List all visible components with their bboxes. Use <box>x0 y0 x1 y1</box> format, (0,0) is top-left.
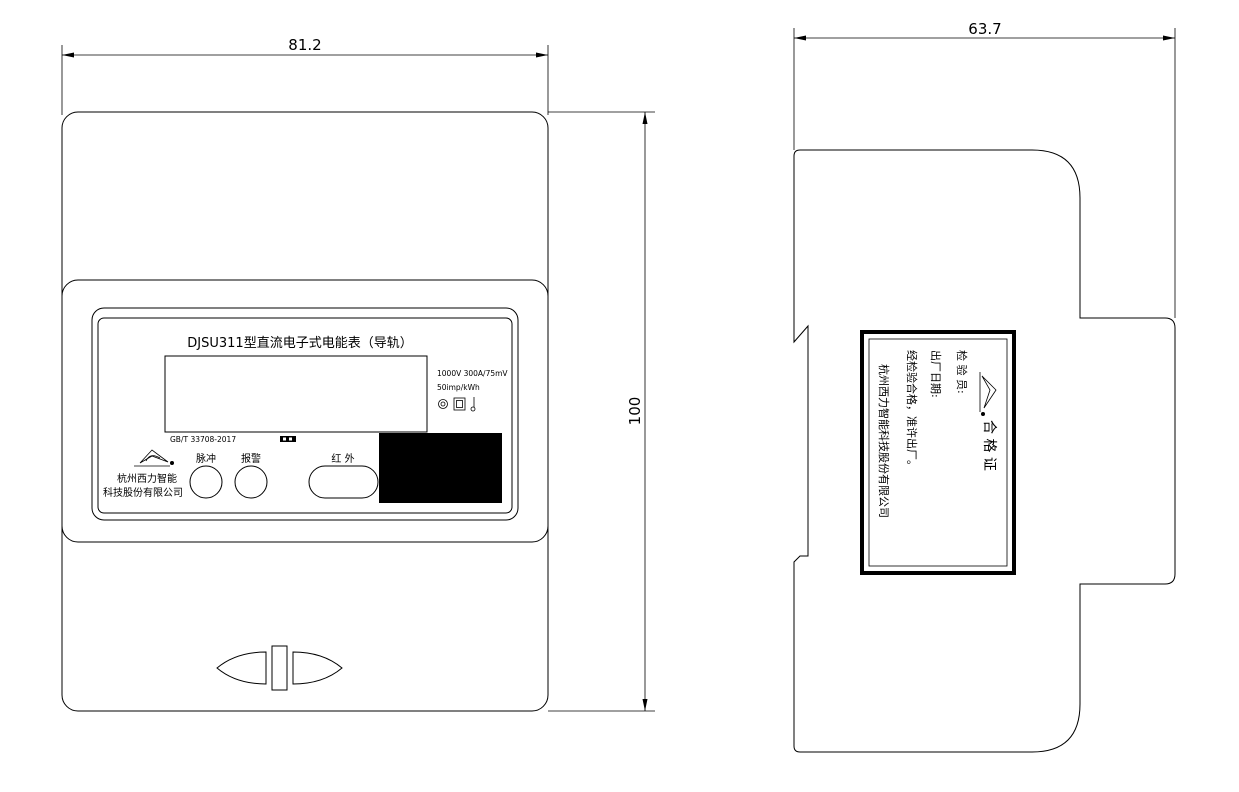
certificate-company: 杭州西力智能科技股份有限公司 <box>877 364 891 518</box>
company-name-line1: 杭州西力智能 <box>117 472 177 485</box>
pulse-label: 脉冲 <box>196 452 216 465</box>
side-profile-outline <box>793 149 1176 753</box>
panel-window-inner <box>97 317 513 514</box>
front-width-label: 81.2 <box>288 36 321 54</box>
panel-window-outer <box>91 307 519 521</box>
certificate-label-inner <box>868 338 1008 567</box>
infrared-label: 红 外 <box>331 452 354 465</box>
certificate-title: 合 格 证 <box>981 420 997 471</box>
panel-title: DJSU311型直流电子式电能表（导轨） <box>187 336 412 351</box>
double-insulation-icon <box>453 397 466 411</box>
side-view: 63.7 合 格 证 检 验 员: 出厂日期: 经检验合格，准许出厂。 杭州西力… <box>793 20 1176 753</box>
lcd-display <box>164 355 428 433</box>
side-width-label: 63.7 <box>968 20 1001 38</box>
rail-clip <box>216 645 343 691</box>
front-height-label: 100 <box>626 397 644 426</box>
certificate-logo-icon <box>979 372 997 416</box>
front-height-dimension: 100 <box>548 111 655 712</box>
spec-voltage-current: 1000V 300A/75mV <box>437 369 508 378</box>
infrared-port <box>308 465 379 499</box>
certificate-approved: 经检验合格，准许出厂。 <box>905 350 919 471</box>
standard-label: GB/T 33708-2017 <box>170 435 236 444</box>
cmc-mark-icon <box>438 399 448 409</box>
metrology-mark-icon <box>280 436 296 442</box>
front-width-dimension: 81.2 <box>61 36 549 115</box>
side-width-dimension: 63.7 <box>793 20 1176 318</box>
company-name-line2: 科技股份有限公司 <box>103 486 183 499</box>
spec-constant: 50imp/kWh <box>437 383 480 392</box>
front-view: 81.2 100 DJSU311型直流电子式电能表（导轨） 1000V 300A… <box>61 36 655 712</box>
meter-body-outline <box>61 111 549 712</box>
certificate-label-border <box>860 330 1016 575</box>
qr-code-block <box>379 433 502 503</box>
certificate-date: 出厂日期: <box>929 350 943 398</box>
alarm-indicator <box>234 465 268 499</box>
company-logo-icon <box>134 449 174 467</box>
certificate-inspector: 检 验 员: <box>955 350 969 394</box>
pulse-indicator <box>189 465 223 499</box>
temperature-icon <box>470 397 476 412</box>
panel-cover-band <box>61 279 549 543</box>
alarm-label: 报警 <box>241 452 261 465</box>
